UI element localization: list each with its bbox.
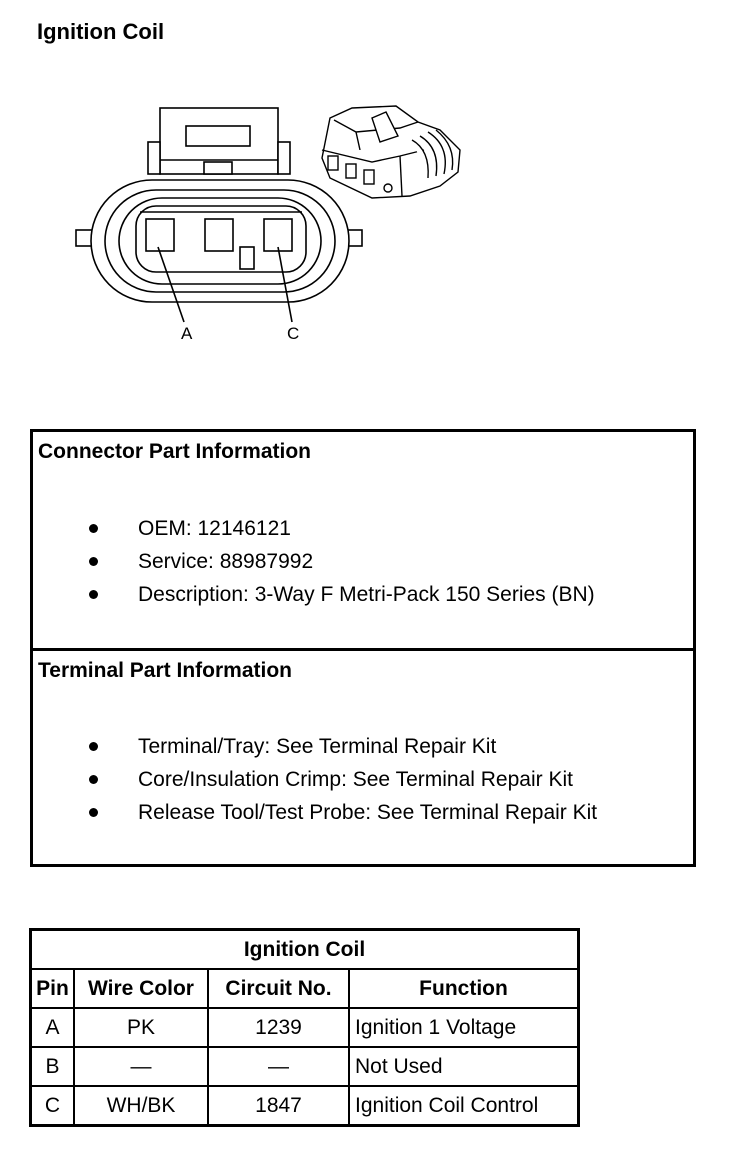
pin-cell: A	[29, 1007, 75, 1048]
function-cell: Not Used	[348, 1046, 580, 1087]
table-header-row: Pin Wire Color Circuit No. Function	[29, 968, 580, 1009]
table-row: A PK 1239 Ignition 1 Voltage	[29, 1007, 580, 1048]
pin-a-label: A	[181, 324, 193, 343]
column-header: Wire Color	[73, 968, 209, 1009]
function-cell: Ignition 1 Voltage	[348, 1007, 580, 1048]
terminal-info-heading: Terminal Part Information	[38, 659, 292, 682]
pin-cell: C	[29, 1085, 75, 1127]
bullet-icon	[89, 557, 98, 566]
page-title: Ignition Coil	[37, 19, 165, 44]
connector-info-heading: Connector Part Information	[38, 440, 312, 463]
bullet-icon	[89, 590, 98, 599]
column-header: Pin	[29, 968, 75, 1009]
column-header: Function	[348, 968, 580, 1009]
wire-color-cell: WH/BK	[73, 1085, 209, 1127]
wire-color-cell: —	[73, 1046, 209, 1087]
table-row: C WH/BK 1847 Ignition Coil Control	[29, 1085, 580, 1127]
function-cell: Ignition Coil Control	[348, 1085, 580, 1127]
connector-diagram: A C	[75, 105, 461, 343]
bullet-icon	[89, 775, 98, 784]
bullet-icon	[89, 808, 98, 817]
circuit-cell: —	[207, 1046, 350, 1087]
pin-cell: B	[29, 1046, 75, 1087]
circuit-cell: 1239	[207, 1007, 350, 1048]
pin-table: Ignition Coil Pin Wire Color Circuit No.…	[29, 928, 580, 1127]
column-header: Circuit No.	[207, 968, 350, 1009]
connector-part-info: Connector Part Information OEM: 12146121…	[33, 432, 693, 651]
bullet-icon	[89, 742, 98, 751]
part-info-box: Connector Part Information OEM: 12146121…	[30, 429, 696, 867]
circuit-cell: 1847	[207, 1085, 350, 1127]
table-row: B — — Not Used	[29, 1046, 580, 1087]
terminal-part-info: Terminal Part Information Terminal/Tray:…	[38, 659, 598, 824]
table-caption: Ignition Coil	[29, 928, 580, 970]
pin-c-label: C	[287, 324, 299, 343]
wire-color-cell: PK	[73, 1007, 209, 1048]
bullet-icon	[89, 524, 98, 533]
